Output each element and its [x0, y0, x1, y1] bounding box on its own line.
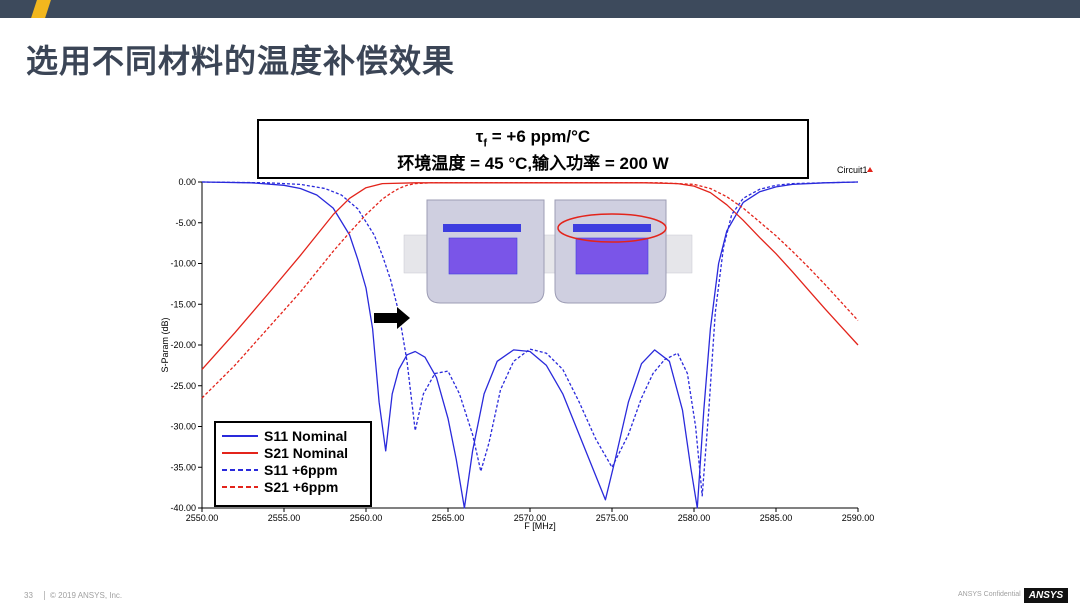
- x-axis-label: F [MHz]: [524, 521, 556, 531]
- y-tick-label: -20.00: [170, 340, 196, 350]
- y-axis-label: S-Param (dB): [160, 317, 170, 372]
- y-tick-label: -25.00: [170, 381, 196, 391]
- callout-tau-line: τf = +6 ppm/°C: [259, 127, 807, 153]
- ansys-logo: ANSYS: [1024, 588, 1068, 603]
- copyright: © 2019 ANSYS, Inc.: [44, 591, 122, 600]
- highlight-ellipse: [557, 213, 667, 243]
- legend-item-s21-6ppm: S21 +6ppm: [220, 479, 368, 496]
- x-tick-label: 2590.00: [842, 513, 875, 523]
- series-line-s11-nominal: [201, 181, 859, 509]
- legend-label: S21 Nominal: [264, 445, 349, 461]
- y-tick-label: -10.00: [170, 259, 196, 269]
- legend-label: S11 Nominal: [264, 428, 348, 444]
- tau-symbol: τ: [475, 127, 484, 146]
- legend-item-s11-nominal: S11 Nominal: [220, 428, 368, 445]
- x-tick-label: 2565.00: [432, 513, 465, 523]
- x-tick-label: 2550.00: [186, 513, 219, 523]
- tau-subscript: f: [483, 137, 488, 150]
- chart-panel: Circuit1 2550.00 2555.00 2560.00 2565.00 257…: [152, 162, 882, 534]
- s-param-chart: Circuit1 2550.00 2555.00 2560.00 2565.00 257…: [160, 165, 874, 531]
- y-tick-label: -35.00: [170, 462, 196, 472]
- x-tick-label: 2575.00: [596, 513, 629, 523]
- slide-title: 选用不同材料的温度补偿效果: [26, 43, 456, 79]
- y-tick-label: -40.00: [170, 503, 196, 513]
- x-tick-label: 2555.00: [268, 513, 301, 523]
- series-line-s11-6ppm: [201, 181, 859, 497]
- legend-item-s21-nominal: S21 Nominal: [220, 445, 368, 462]
- series-line-s21-6ppm: [201, 182, 859, 399]
- legend-label: S21 +6ppm: [264, 479, 339, 495]
- tau-value: = +6 ppm/°C: [491, 127, 591, 146]
- x-tick-label: 2560.00: [350, 513, 383, 523]
- x-tick-label: 2585.00: [760, 513, 793, 523]
- x-tick-label: 2570.00: [514, 513, 547, 523]
- x-tick-label: 2580.00: [678, 513, 711, 523]
- callout-condition: 环境温度 = 45 °C,输入功率 = 200 W: [397, 154, 669, 174]
- y-tick-label: 0.00: [178, 177, 196, 187]
- accent-stripe: [31, 0, 51, 18]
- y-tick-label: -30.00: [170, 422, 196, 432]
- model-disk-right-top: [573, 224, 651, 232]
- model-resonator-left: [448, 237, 518, 275]
- y-tick-label: -15.00: [170, 299, 196, 309]
- top-bar: [0, 0, 1080, 18]
- model-disk-left-top: [443, 224, 521, 232]
- y-tick-label: -5.00: [175, 218, 196, 228]
- chart-legend: S11 Nominal S21 Nominal S11 +6ppm S21 +6…: [214, 421, 372, 507]
- corner-triangle-icon: [867, 167, 873, 172]
- annotation-arrow-icon: [374, 307, 410, 329]
- model-resonator-right: [575, 237, 649, 275]
- callout-box: τf = +6 ppm/°C 环境温度 = 45 °C,输入功率 = 200 W: [257, 119, 809, 179]
- tick-labels: 2550.00 2555.00 2560.00 2565.00 2570.00 2575.…: [160, 177, 874, 531]
- corner-label: Circuit1: [837, 165, 868, 175]
- legend-label: S11 +6ppm: [264, 462, 338, 478]
- confidential-label: ANSYS Confidential: [958, 591, 1021, 598]
- resonator-model-illustration: [403, 199, 693, 304]
- series-layer: [201, 181, 859, 509]
- legend-item-s11-6ppm: S11 +6ppm: [220, 462, 368, 479]
- page-number: 33: [24, 591, 33, 600]
